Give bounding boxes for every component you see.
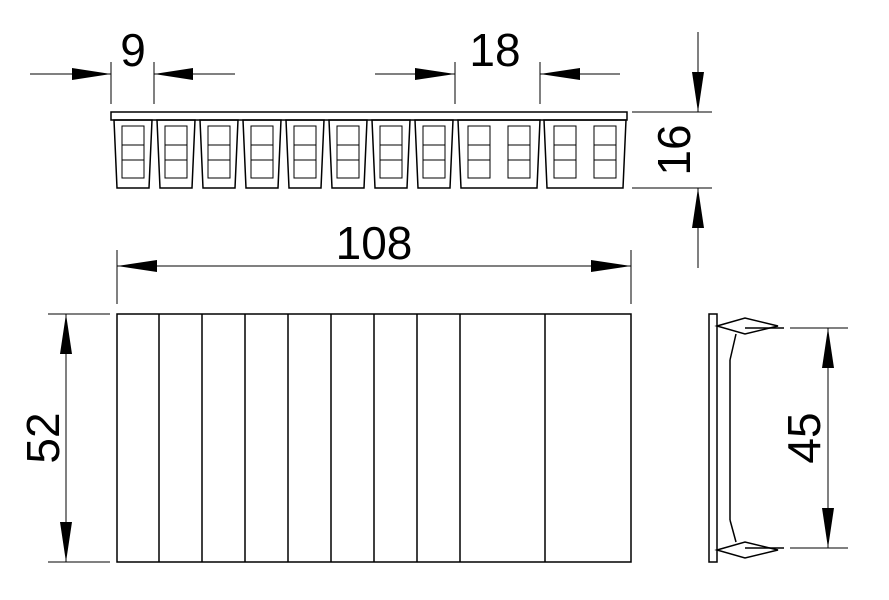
front-view: [116, 313, 632, 563]
arrow-45-top: [822, 328, 834, 368]
dim-52-label: 52: [17, 412, 69, 463]
dim-18-label: 18: [469, 24, 520, 76]
arrow-9-right: [154, 68, 193, 80]
arrow-108-left: [117, 260, 157, 272]
top-module-1: [113, 119, 153, 189]
top-module-double-1: [457, 119, 541, 189]
top-module-3: [199, 119, 239, 189]
dim-45-label: 45: [778, 412, 830, 463]
top-module-4: [242, 119, 282, 189]
arrow-108-right: [591, 260, 631, 272]
top-module-5: [285, 119, 325, 189]
arrow-52-top: [60, 314, 72, 354]
dim-9-label: 9: [120, 24, 146, 76]
top-module-2: [156, 119, 196, 189]
dim-16: 16: [632, 32, 712, 268]
dim-108: 108: [116, 217, 632, 304]
arrow-45-bottom: [822, 508, 834, 548]
arrow-16-top: [692, 72, 704, 112]
arrow-18-left: [415, 68, 455, 80]
top-module-7: [371, 119, 411, 189]
dim-9: 9: [30, 24, 235, 104]
top-rail: [110, 111, 628, 121]
arrow-52-bottom: [60, 522, 72, 562]
dim-52: 52: [17, 313, 110, 563]
arrow-18-right: [540, 68, 580, 80]
dim-16-label: 16: [648, 124, 700, 175]
top-view: [110, 111, 628, 189]
top-module-double-2: [543, 119, 627, 189]
top-module-6: [328, 119, 368, 189]
arrow-9-left: [72, 68, 111, 80]
dim-45: 45: [778, 327, 848, 549]
dim-18: 18: [375, 24, 620, 104]
arrow-16-bottom: [692, 188, 704, 228]
dim-108-label: 108: [336, 217, 413, 269]
top-module-8: [414, 119, 454, 189]
side-profile: [708, 313, 784, 563]
